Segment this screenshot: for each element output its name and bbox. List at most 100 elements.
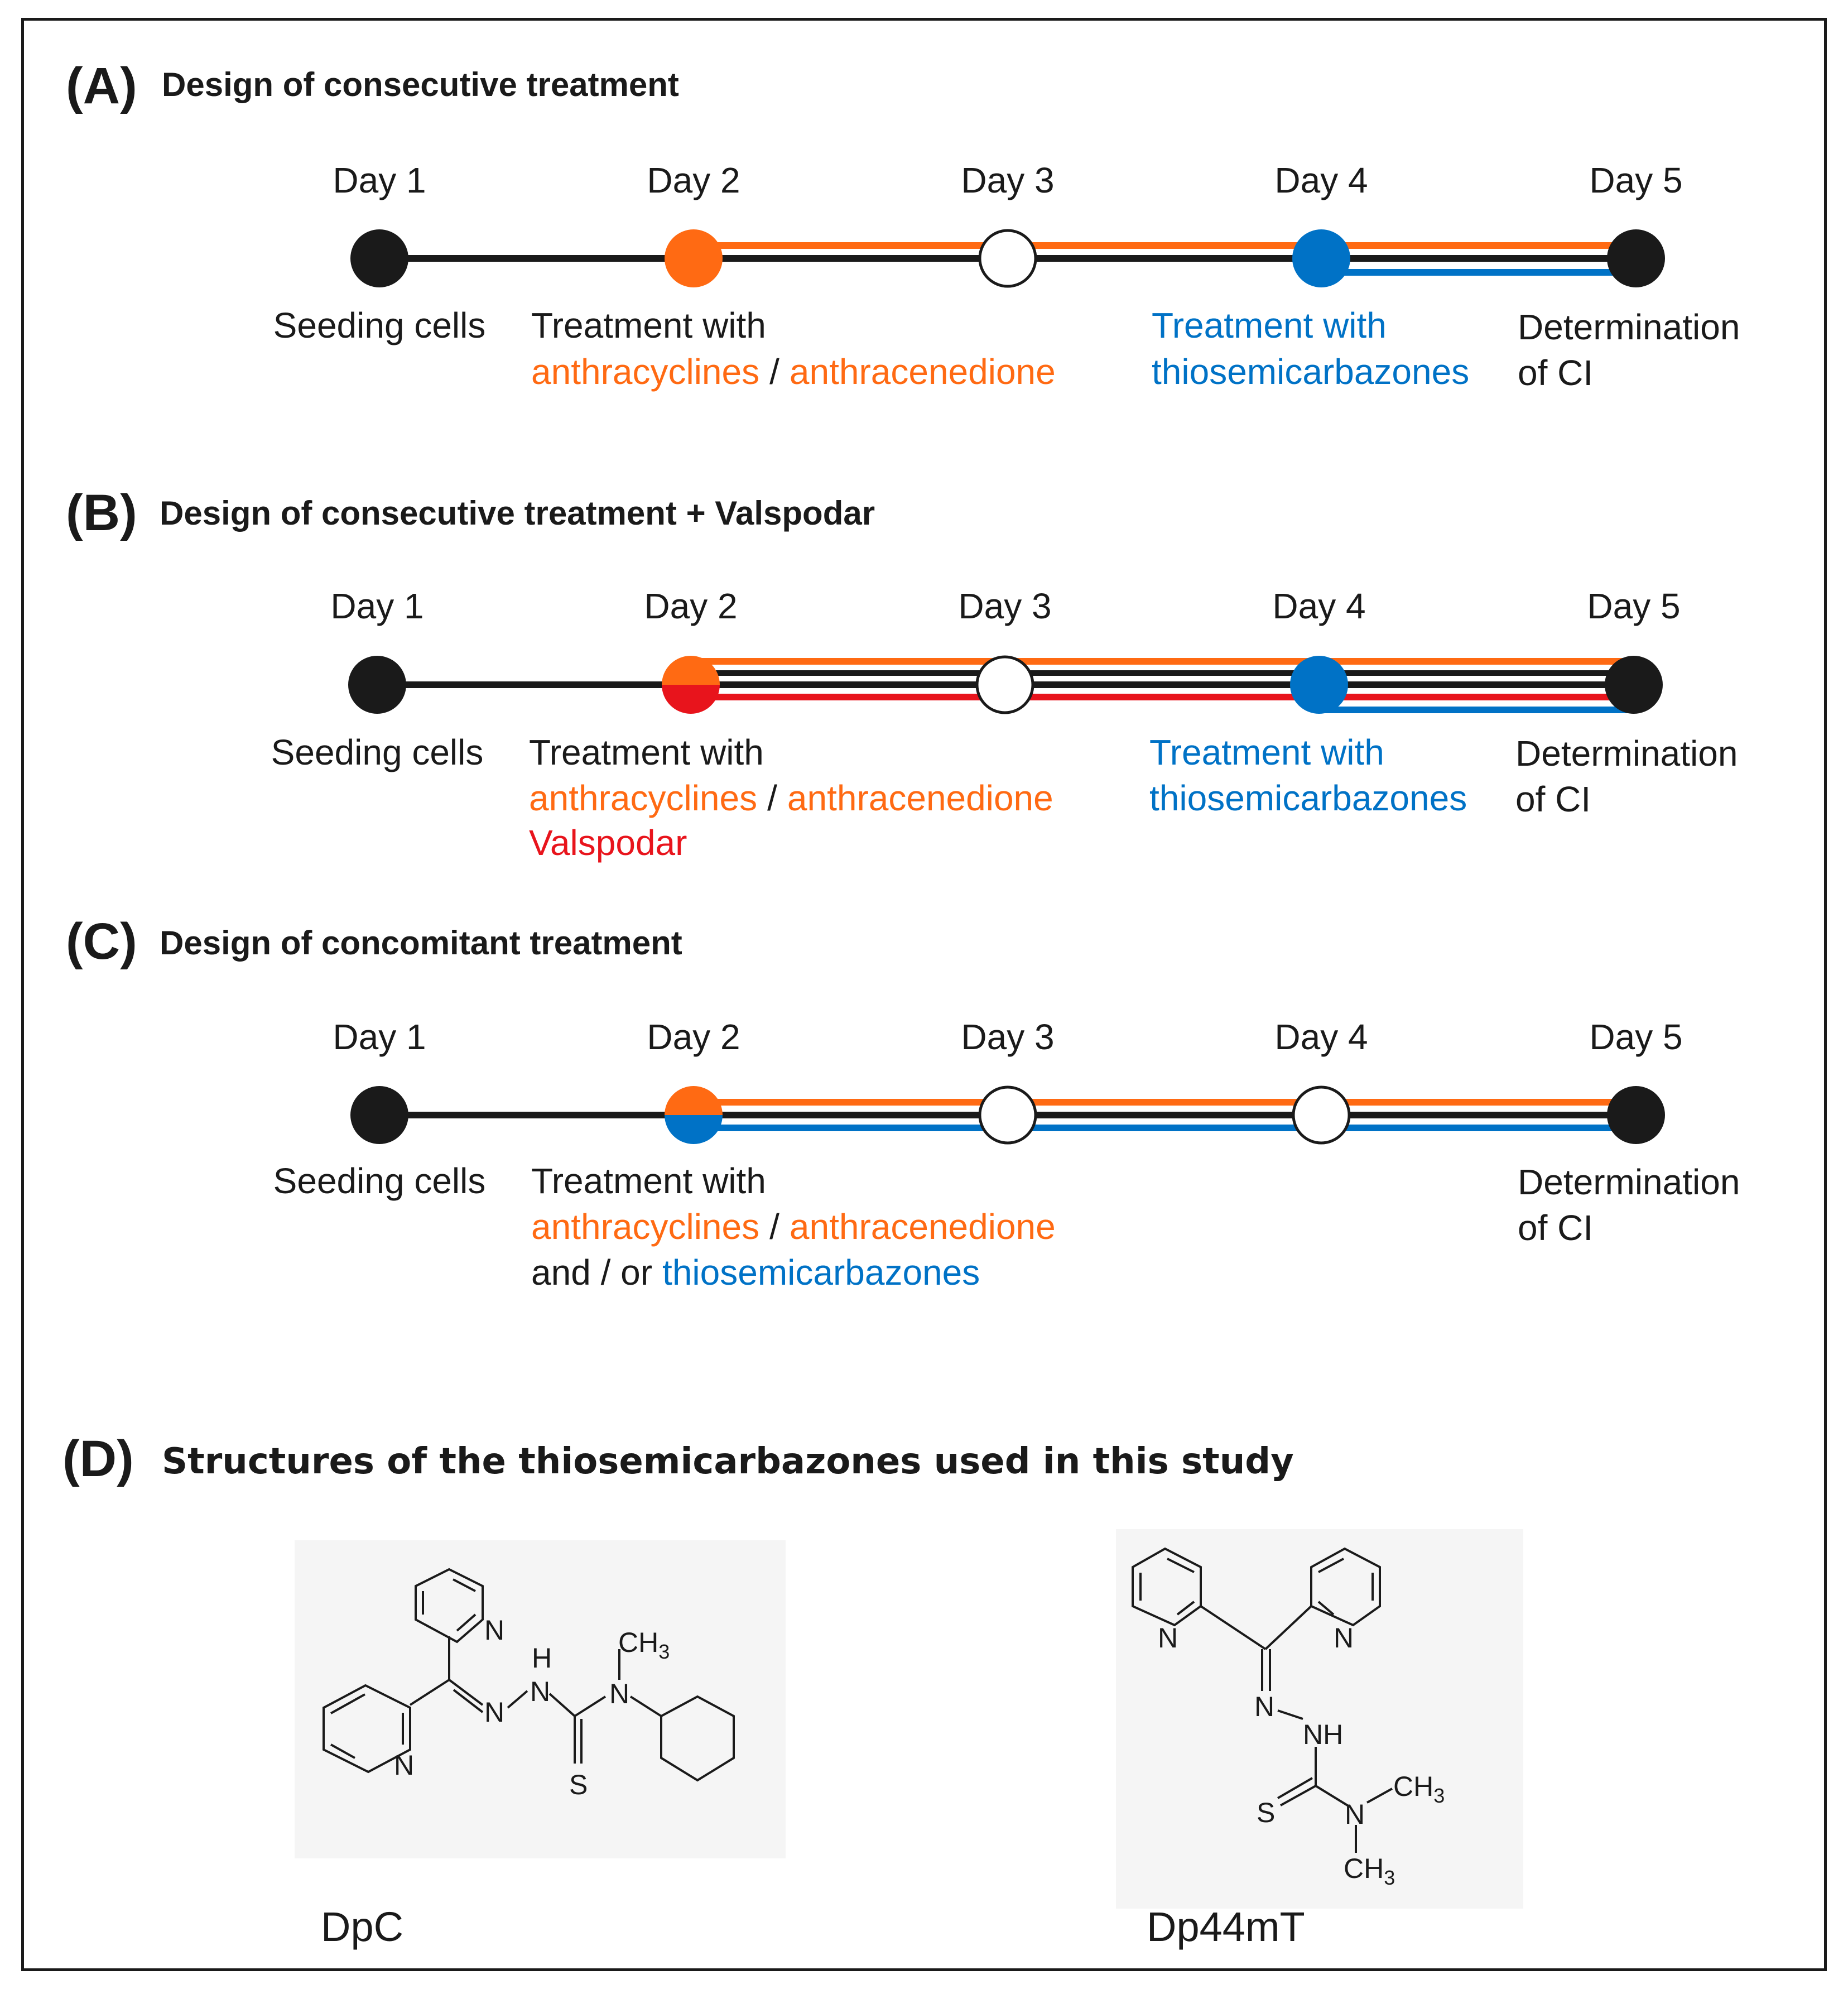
dp44mt-atom-n-imine: N [1254, 1691, 1274, 1722]
dp44mt-atom-n-left: N [1158, 1622, 1178, 1654]
dpc-atom-h: H [532, 1642, 552, 1674]
dpc-name: DpC [321, 1904, 403, 1950]
panel-a-day-3-node [978, 229, 1037, 288]
dp44mt-atom-ch3-right: CH3 [1393, 1771, 1445, 1807]
panel-a-day-1-node [350, 229, 408, 287]
dp44mt-structure: N N N NH S N CH3 CH3 [1116, 1529, 1523, 1909]
panel-d: (D) Structures of the thiosemicarbazones… [62, 1430, 1523, 1950]
dpc-bonds [323, 1568, 735, 1782]
dp44mt-atom-nh: NH [1303, 1719, 1343, 1750]
panel-b-thiosemicarbazones: thiosemicarbazones [1149, 778, 1467, 818]
panel-a-of-ci: of CI [1518, 353, 1593, 393]
dpc-cyclohexyl-ring [660, 1695, 735, 1782]
dpc-atom-n-imine: N [484, 1697, 504, 1728]
panel-b-day-3: Day 3 [958, 586, 1051, 626]
dp44mt-atom-s: S [1257, 1797, 1275, 1828]
panel-c-day-4: Day 4 [1274, 1017, 1368, 1057]
panel-c-day-3-node [978, 1085, 1037, 1145]
panel-c-letter: (C) [66, 913, 137, 970]
panel-a-determination: Determination [1518, 307, 1740, 347]
dpc-atom-ch3: CH3 [618, 1627, 670, 1663]
panel-a-thiosemicarbazones: thiosemicarbazones [1152, 352, 1469, 392]
panel-a-day-2: Day 2 [647, 160, 740, 200]
panel-c-anthracenedione: anthracenedione [790, 1207, 1056, 1247]
dp44mt-structure-background [1116, 1529, 1523, 1909]
panel-b-anthracenedione: anthracenedione [787, 778, 1053, 818]
panel-c: (C) Design of concomitant treatment Day … [66, 913, 1740, 1293]
panel-d-title: Structures of the thiosemicarbazones use… [162, 1441, 1294, 1482]
panel-b-day-3-node [975, 655, 1034, 714]
panel-b-treatment-label: Treatment with [529, 732, 764, 772]
panel-b-drug-line: anthracyclines/anthracenedione [529, 778, 1053, 818]
panel-c-drug-line: anthracyclines/ anthracenedione [531, 1207, 1056, 1247]
panel-b-day-2: Day 2 [644, 586, 737, 626]
panel-c-thiosemicarbazones: thiosemicarbazones [662, 1252, 980, 1293]
panel-b-day-2-node [662, 656, 720, 714]
panel-c-day-5: Day 5 [1589, 1017, 1682, 1057]
panel-a-treatment-label: Treatment with [531, 305, 766, 345]
panel-a-anthracyclines: anthracyclines [531, 352, 759, 392]
panel-a-day-2-node [665, 229, 723, 287]
panel-c-determination: Determination [1518, 1162, 1740, 1202]
panel-c-slash: / [769, 1207, 779, 1247]
panel-b: (B) Design of consecutive treatment + Va… [66, 484, 1738, 863]
dp44mt-bonds [1132, 1547, 1393, 1853]
panel-c-day-3: Day 3 [961, 1017, 1054, 1057]
dp44mt-right-pyridine-ring [1310, 1547, 1381, 1627]
panel-a-anthracenedione: anthracenedione [790, 352, 1056, 392]
dpc-atom-n-bottom: N [394, 1750, 414, 1781]
panel-b-valspodar: Valspodar [529, 823, 687, 863]
dp44mt-name: Dp44mT [1147, 1904, 1305, 1950]
panel-a-drug-line: anthracyclines/ anthracenedione [531, 352, 1056, 392]
dpc-atom-s: S [569, 1769, 588, 1800]
panel-b-seeding-label: Seeding cells [271, 732, 484, 772]
panel-a-day-4-node [1292, 229, 1350, 287]
panel-c-day-2-node [665, 1086, 723, 1144]
panel-c-and-or: and / or [531, 1252, 652, 1293]
panel-a-slash: / [769, 352, 779, 392]
panel-c-anthracyclines: anthracyclines [531, 1207, 759, 1247]
panel-b-tsc-treatment-label: Treatment with [1149, 732, 1384, 772]
panel-b-day-4: Day 4 [1272, 586, 1365, 626]
panel-c-seeding-label: Seeding cells [273, 1161, 486, 1201]
panel-b-title: Design of consecutive treatment + Valspo… [160, 494, 875, 532]
panel-c-day-4-node [1292, 1085, 1351, 1145]
panel-b-of-ci: of CI [1515, 779, 1591, 819]
panel-c-day-1: Day 1 [333, 1017, 426, 1057]
dp44mt-left-pyridine-ring [1132, 1547, 1202, 1627]
panel-a-day-5-node [1607, 229, 1665, 287]
panel-a: (A) Design of consecutive treatment Day … [66, 57, 1740, 393]
panel-a-day-4: Day 4 [1274, 160, 1368, 200]
panel-c-title: Design of concomitant treatment [160, 924, 682, 962]
panel-c-day-2: Day 2 [647, 1017, 740, 1057]
figure-frame [21, 18, 1827, 1971]
panel-c-day-5-node [1607, 1086, 1665, 1144]
panel-c-day-1-node [350, 1086, 408, 1144]
panel-b-letter: (B) [66, 484, 137, 541]
panel-a-day-5: Day 5 [1589, 160, 1682, 200]
panel-a-day-3: Day 3 [961, 160, 1054, 200]
panel-b-slash: / [767, 778, 777, 818]
panel-b-day-4-node [1290, 656, 1348, 714]
panel-b-day-1: Day 1 [330, 586, 424, 626]
panel-b-day-1-node [348, 656, 406, 714]
dpc-atom-n-top: N [484, 1615, 504, 1646]
panel-a-letter: (A) [66, 57, 137, 114]
dpc-structure: N N N H N N CH3 S [295, 1540, 786, 1858]
panel-a-title: Design of consecutive treatment [162, 66, 679, 103]
panel-b-anthracyclines: anthracyclines [529, 778, 757, 818]
panel-a-day-1: Day 1 [333, 160, 426, 200]
panel-c-of-ci: of CI [1518, 1208, 1593, 1248]
dpc-atom-n-hydrazine: N [530, 1676, 550, 1707]
panel-b-day-5: Day 5 [1587, 586, 1680, 626]
panel-a-seeding-label: Seeding cells [273, 305, 486, 345]
panel-b-day-5-node [1605, 656, 1663, 714]
dp44mt-atom-n-dimethyl: N [1345, 1799, 1365, 1830]
dp44mt-atom-n-right: N [1334, 1622, 1354, 1654]
dpc-top-pyridine-ring [415, 1568, 484, 1644]
panel-c-treatment-label: Treatment with [531, 1161, 766, 1201]
panel-a-tsc-treatment-label: Treatment with [1152, 305, 1387, 345]
panel-d-letter: (D) [62, 1430, 134, 1487]
